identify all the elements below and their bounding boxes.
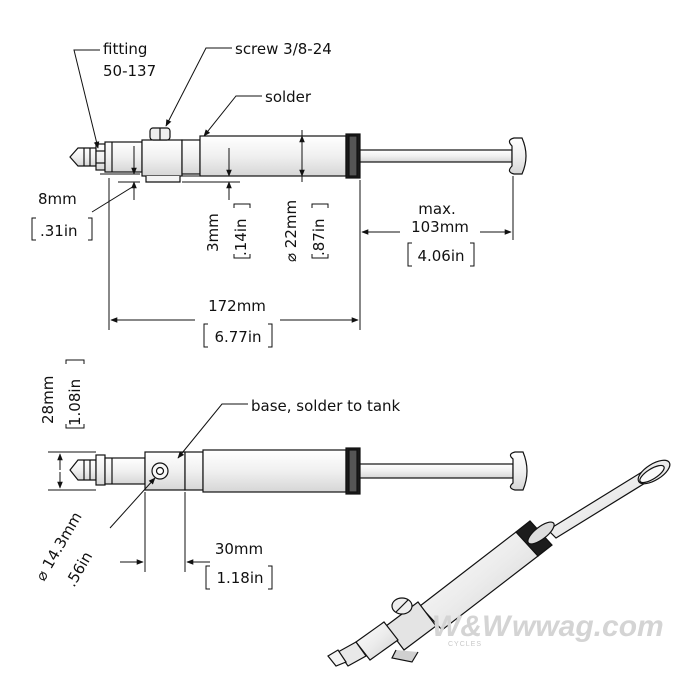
dim-base-imperial: 1.18in — [216, 569, 263, 587]
main-cylinder — [199, 135, 347, 177]
base-foot — [145, 176, 181, 183]
base-block — [141, 139, 183, 177]
dim-stroke-imperial: 4.06in — [417, 247, 464, 265]
callout-base: base, solder to tank — [251, 397, 401, 415]
dim-diameter-metric: ⌀ 22mm — [282, 200, 300, 262]
side-view — [69, 127, 527, 183]
dim-length-metric: 172mm — [208, 297, 266, 315]
watermark-site: wwag.com — [512, 610, 664, 643]
dim-height — [48, 451, 96, 491]
dim-diameter-imperial: .87in — [310, 218, 328, 256]
dim-offset — [182, 148, 240, 200]
top-view — [69, 447, 528, 495]
dim-offset-metric: 3mm — [204, 213, 222, 252]
fitting-hex — [95, 143, 106, 171]
dim-height-metric: 28mm — [39, 376, 57, 424]
dim-nozzle-height — [91, 146, 140, 213]
leader-base — [177, 403, 248, 459]
iso-view — [327, 459, 671, 667]
piston-rod — [359, 149, 513, 163]
dim-nozzle-metric: 8mm — [38, 190, 77, 208]
dim-stroke-prefix: max. — [418, 200, 455, 218]
dim-nozzle-imperial: .31in — [40, 222, 78, 240]
fitting-nozzle — [69, 147, 97, 167]
callout-fitting-line1: fitting — [103, 40, 147, 58]
handle-knob — [508, 137, 527, 175]
dim-base-width — [120, 492, 210, 572]
callout-solder: solder — [265, 88, 312, 106]
callout-screw: screw 3/8-24 — [235, 40, 332, 58]
leader-solder — [203, 95, 262, 137]
leader-fitting — [73, 49, 100, 149]
dim-overall-length — [108, 178, 361, 330]
callout-fitting-line2: 50-137 — [103, 62, 156, 80]
watermark-logo: W&W — [432, 610, 513, 643]
dim-hole-imperial: .56in — [62, 548, 96, 590]
watermark-tagline: CYCLES — [448, 641, 482, 648]
watermark: W&W wwag.com CYCLES — [432, 610, 664, 648]
leader-hole — [109, 477, 156, 529]
dim-height-imperial: 1.08in — [66, 379, 84, 426]
dim-length-imperial: 6.77in — [214, 328, 261, 346]
dim-stroke-metric: 103mm — [411, 218, 469, 236]
threaded-stem — [104, 141, 143, 173]
dim-offset-imperial: .14in — [232, 218, 250, 256]
dim-base-metric: 30mm — [215, 540, 263, 558]
leader-screw — [165, 47, 232, 127]
